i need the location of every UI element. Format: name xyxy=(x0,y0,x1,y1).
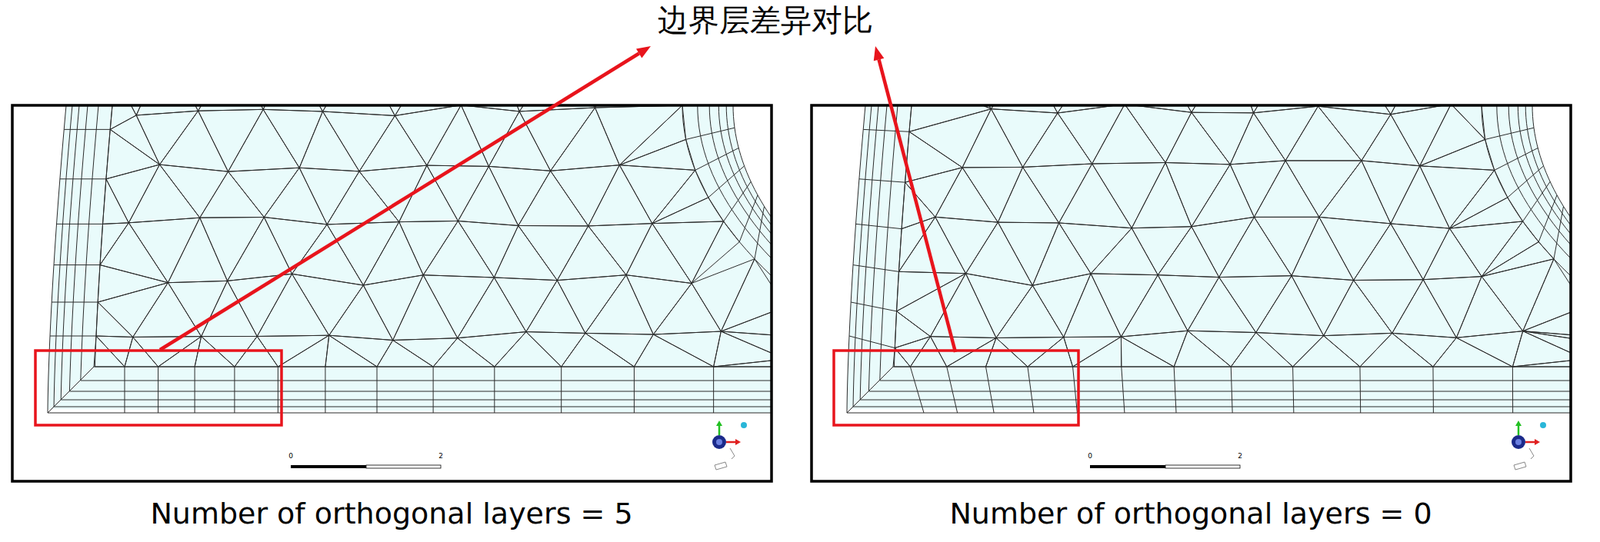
diagram-title: 边界层差异对比 xyxy=(657,2,874,38)
scale-bar xyxy=(1165,465,1240,469)
scale-number: 0 xyxy=(1087,452,1093,460)
axis-triad xyxy=(712,420,747,470)
panel-caption: Number of orthogonal layers = 5 xyxy=(150,497,633,532)
axis-triad xyxy=(1511,420,1547,470)
scale-bar xyxy=(366,465,441,469)
mesh-lines xyxy=(47,105,772,414)
panel-caption: Number of orthogonal layers = 0 xyxy=(949,497,1432,532)
scale-bar xyxy=(1090,465,1166,469)
scale-number: 2 xyxy=(1237,452,1243,460)
scale-bar xyxy=(290,465,367,469)
mesh-panel xyxy=(811,0,1600,482)
scale-number: 0 xyxy=(288,452,294,460)
leader-arrow xyxy=(160,53,640,350)
fluid-region xyxy=(846,105,1571,414)
panel-border xyxy=(811,105,1571,482)
mesh-panel xyxy=(12,0,800,482)
highlight-box xyxy=(35,350,282,426)
fluid-region xyxy=(47,105,772,414)
highlight-box xyxy=(833,350,1079,426)
arrow-head xyxy=(636,46,651,58)
mesh-lines xyxy=(846,105,1571,414)
scale-number: 2 xyxy=(438,452,444,460)
panel-border xyxy=(12,105,772,482)
arrow-head xyxy=(873,46,885,61)
leader-arrow xyxy=(879,59,956,353)
